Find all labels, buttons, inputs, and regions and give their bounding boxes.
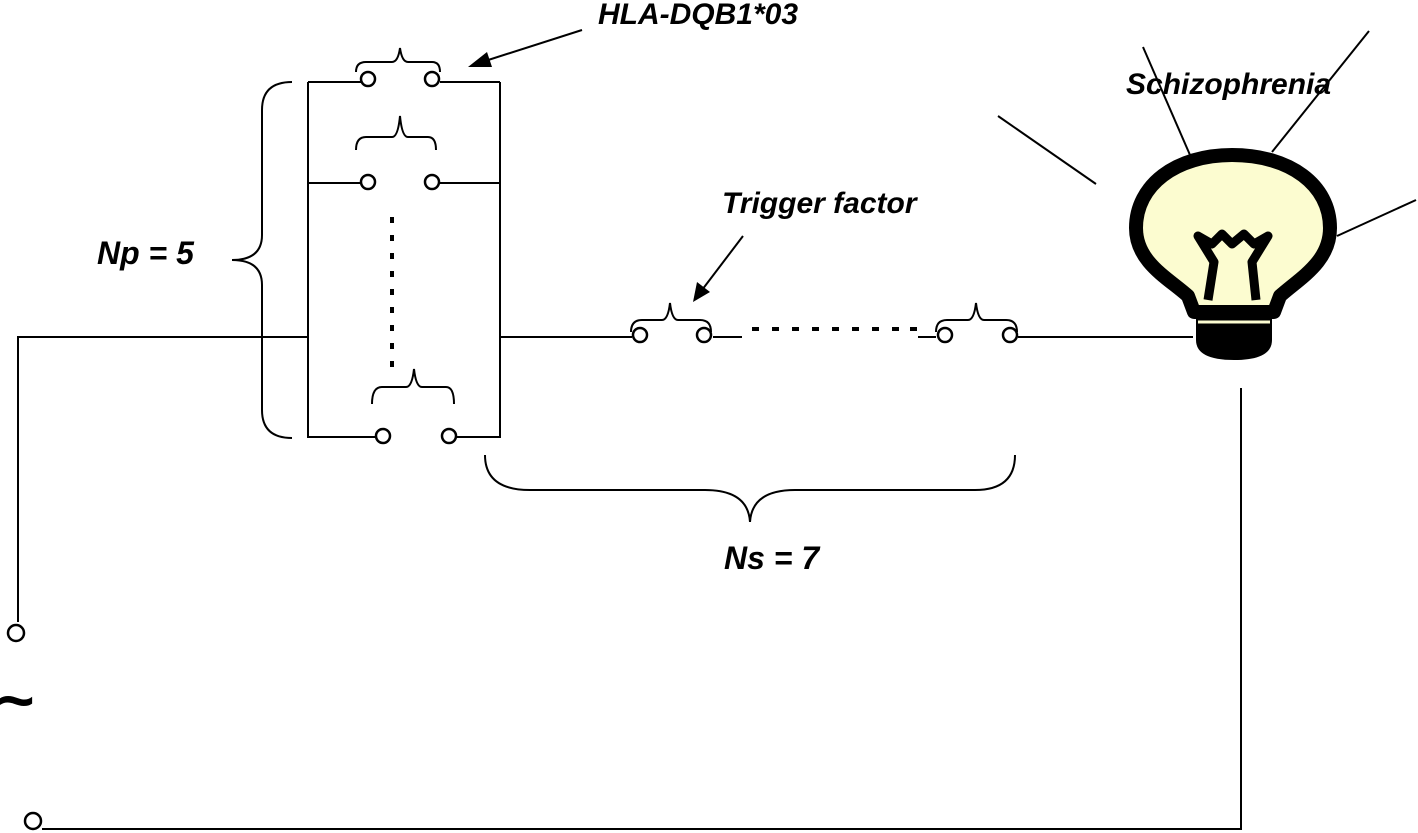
parallel-switch-2 [355, 115, 441, 191]
parallel-continuation-dots [390, 217, 394, 367]
ac-terminal-bottom [23, 811, 43, 831]
circuit-wires [17, 81, 1242, 830]
ns-label: Ns = 7 [724, 540, 821, 576]
parallel-switch-1 [355, 47, 441, 88]
ac-terminal-top [6, 623, 26, 643]
ns-brace [484, 454, 1016, 523]
trigger-arrow [693, 235, 744, 302]
np-label: Np = 5 [97, 235, 195, 271]
trigger-factor-label: Trigger factor [722, 187, 919, 220]
bulb-icon [997, 30, 1417, 360]
gene-arrow [468, 29, 583, 67]
np-brace [231, 81, 293, 439]
parallel-switch-5 [371, 368, 458, 445]
series-switch-7 [935, 302, 1019, 344]
series-continuation-dots [752, 327, 917, 331]
series-switch-1 [630, 302, 713, 344]
gene-label: HLA-DQB1*03 [598, 0, 798, 31]
ac-source-symbol: ~ [0, 664, 33, 736]
disease-label: Schizophrenia [1126, 68, 1331, 101]
